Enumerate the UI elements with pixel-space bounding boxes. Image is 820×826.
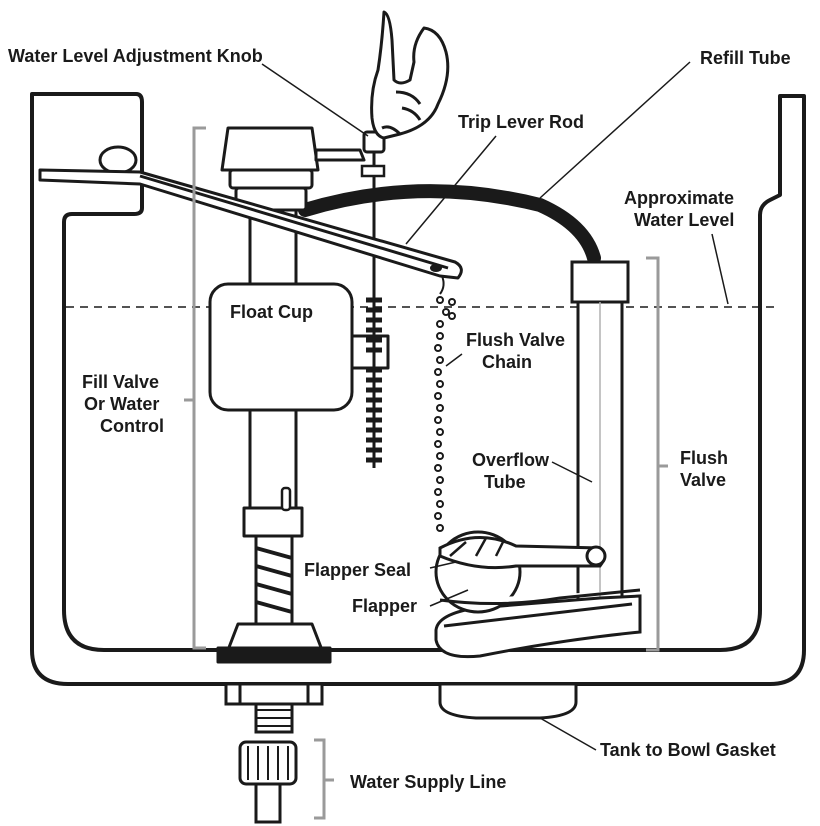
supply-fitting [224, 682, 324, 734]
label-fill-valve-line2: Or Water [84, 394, 159, 414]
leader-gasket [539, 717, 597, 751]
leader-knob [261, 63, 369, 137]
flush-valve-chain [434, 275, 456, 532]
label-flush-valve-line1: Flush [680, 448, 728, 468]
label-fill-valve-line1: Fill Valve [82, 372, 159, 392]
leader-lines [261, 61, 729, 751]
label-overflow-tube-line1: Overflow [472, 450, 550, 470]
label-approximate-water-level-line2: Water Level [634, 210, 734, 230]
label-flush-valve-chain-line1: Flush Valve [466, 330, 565, 350]
tank-to-bowl-gasket [438, 682, 578, 720]
label-water-supply-line: Water Supply Line [350, 772, 506, 792]
label-flush-valve-chain-line2: Chain [482, 352, 532, 372]
flush-valve-bracket [646, 256, 660, 652]
refill-tube [298, 184, 601, 265]
label-overflow-tube-line2: Tube [484, 472, 526, 492]
label-water-level-adjustment-knob: Water Level Adjustment Knob [8, 46, 263, 66]
leader-overflow [551, 461, 593, 483]
label-trip-lever-rod: Trip Lever Rod [458, 112, 584, 132]
label-fill-valve-line3: Control [100, 416, 164, 436]
tank-body [30, 92, 806, 686]
label-float-cup: Float Cup [230, 302, 313, 322]
leader-chain [445, 353, 463, 367]
label-tank-to-bowl-gasket: Tank to Bowl Gasket [600, 740, 776, 760]
leader-refill-tube [539, 61, 691, 199]
fill-valve-pin [280, 486, 292, 512]
fill-valve-bracket [192, 126, 206, 650]
fill-valve [208, 126, 390, 664]
leader-trip-lever [405, 135, 497, 245]
label-flush-valve-line2: Valve [680, 470, 726, 490]
leader-water-level [711, 233, 729, 305]
water-supply-line [238, 740, 298, 824]
label-approximate-water-level-line1: Approximate [624, 188, 734, 208]
overflow-tube [570, 260, 630, 634]
adjustment-rod [360, 130, 386, 468]
supply-line-bracket [314, 738, 326, 820]
label-refill-tube: Refill Tube [700, 48, 791, 68]
leader-flapper-seal [429, 561, 457, 569]
fill-valve-threads [255, 546, 293, 614]
leader-flapper [429, 589, 469, 607]
brackets [184, 126, 668, 820]
label-flapper: Flapper [352, 596, 417, 616]
hand-illustration [370, 10, 450, 140]
trip-lever-rod [38, 168, 463, 280]
flapper [434, 530, 641, 614]
label-flapper-seal: Flapper Seal [304, 560, 411, 580]
